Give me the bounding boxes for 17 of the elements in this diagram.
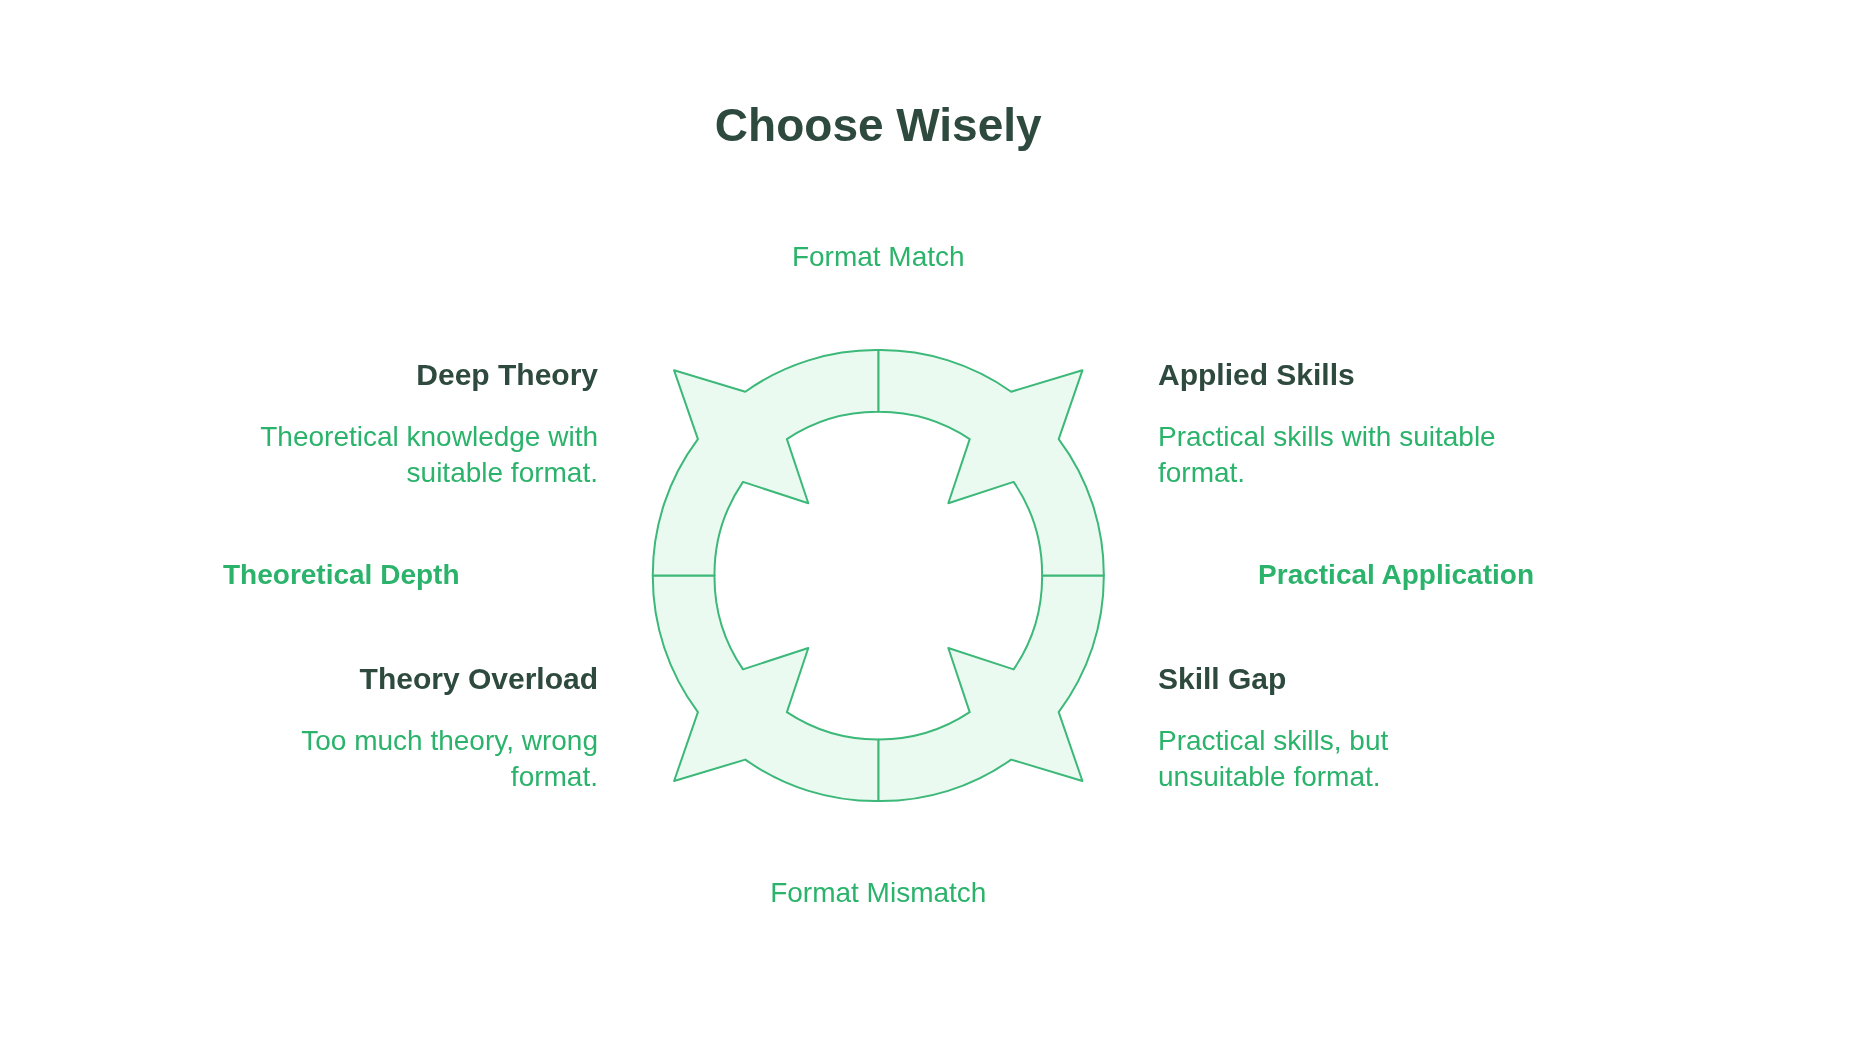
ring-segment bbox=[651, 574, 880, 803]
heading: Theory Overload bbox=[358, 661, 598, 697]
description: Theoretical knowledge with suitable format. bbox=[259, 420, 598, 490]
description: Too much theory, wrong format. bbox=[300, 724, 598, 794]
ring-segment bbox=[651, 349, 880, 577]
axis-label: Format Mismatch bbox=[770, 877, 987, 909]
heading: Skill Gap bbox=[1158, 661, 1288, 697]
description: Practical skills with suitable format. bbox=[1158, 420, 1497, 490]
heading: Applied Skills bbox=[1158, 357, 1356, 393]
heading: Deep Theory bbox=[415, 357, 598, 393]
axis-label: Format Match bbox=[791, 241, 965, 273]
axis-label: Theoretical Depth bbox=[223, 559, 460, 591]
description: Practical skills, but unsuitable format. bbox=[1158, 724, 1390, 794]
ring-segment bbox=[877, 574, 1105, 803]
ring-segment bbox=[877, 349, 1105, 577]
title: Choose Wisely bbox=[714, 98, 1042, 152]
axis-label: Practical Application bbox=[1258, 559, 1534, 591]
